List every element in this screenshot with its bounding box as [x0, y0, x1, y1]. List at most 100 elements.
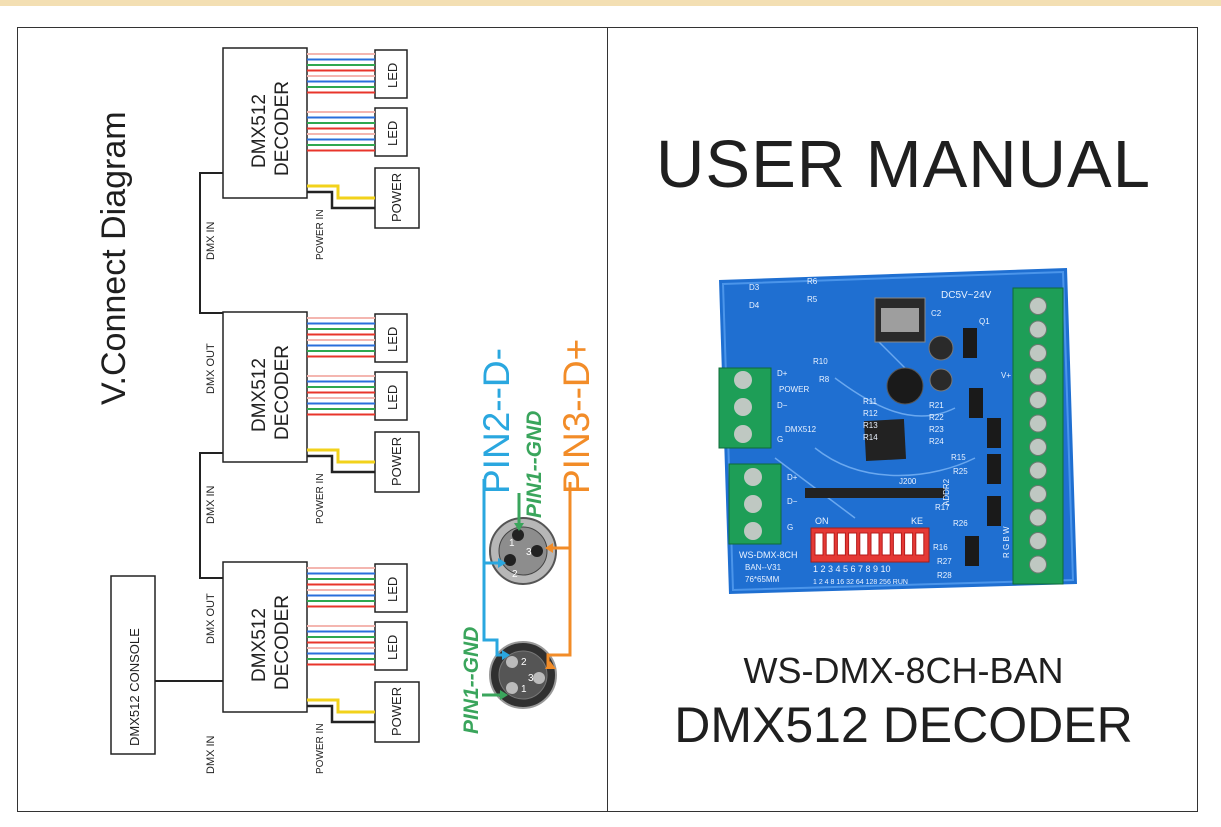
capacitor-small-2: [929, 368, 953, 392]
power-label: POWER: [389, 687, 404, 736]
dip-toggle[interactable]: [892, 532, 902, 556]
pcb-label-r25: R25: [953, 467, 968, 476]
pcb-label-r14: R14: [863, 433, 878, 442]
dip-toggle[interactable]: [904, 532, 914, 556]
terminal-screw: [1029, 532, 1047, 550]
manual-cover-panel: USER MANUAL: [607, 27, 1198, 812]
dmx-out-label: DMX OUT: [205, 593, 217, 644]
pin-header-j200: [805, 488, 945, 498]
led-box: [374, 49, 408, 99]
xlr-male-pin-2-label: 2: [521, 657, 527, 668]
dmx-out-label: DMX OUT: [205, 343, 217, 394]
microcontroller-chip: [863, 418, 907, 462]
pcb-label-term-left: V+: [1001, 371, 1011, 380]
terminal-screw: [1029, 414, 1047, 433]
power-in-label: POWER IN: [315, 209, 326, 260]
terminal-screw: [1029, 461, 1047, 480]
pcb-label-r6: R6: [807, 277, 818, 286]
terminal-screw: [1029, 555, 1047, 574]
console-label: DMX512 CONSOLE: [127, 628, 142, 746]
mosfet-5: [987, 496, 1001, 526]
pcb-label-r12: R12: [863, 409, 878, 418]
led-box: [374, 313, 408, 363]
dip-toggle[interactable]: [848, 532, 858, 556]
dip-toggle[interactable]: [881, 532, 891, 556]
led-label: LED: [385, 577, 400, 602]
pcb-label-r22: R22: [929, 413, 944, 422]
decoder-box: [222, 47, 308, 199]
dmx-in-label: DMX IN: [205, 735, 217, 774]
pcb-label-dplus-1: D+: [777, 369, 788, 378]
xlr-female-pin-3: [531, 545, 543, 557]
power-wire-negative: [307, 190, 375, 210]
manual-title: USER MANUAL: [656, 127, 1151, 202]
dip-toggle[interactable]: [859, 532, 869, 556]
pin1-label-upper: PIN1--GND: [523, 411, 546, 518]
pcb-label-r23: R23: [929, 425, 944, 434]
capacitor-large: [886, 367, 924, 405]
decoder-label-line2: DECODER: [272, 81, 293, 176]
console-box: [110, 575, 156, 755]
product-name: DMX512 DECODER: [674, 697, 1133, 753]
led-label: LED: [385, 385, 400, 410]
led-label: LED: [385, 63, 400, 88]
decoder-label-line2: DECODER: [272, 595, 293, 690]
dip-toggle[interactable]: [915, 532, 925, 556]
diagram-title: V.Connect Diagram: [95, 111, 133, 405]
mosfet-2: [969, 388, 983, 418]
power-in-label: POWER IN: [315, 723, 326, 774]
pcb-label-dip-on: ON: [815, 516, 829, 526]
model-number: WS-DMX-8CH-BAN: [743, 650, 1064, 691]
xlr-male-pin-2: [506, 656, 518, 668]
pcb-label-dmx512: DMX512: [785, 425, 817, 434]
decoder-label-line1: DMX512: [249, 358, 270, 432]
pcb-label-dminus-2: D−: [787, 497, 798, 506]
terminal-screw: [1029, 367, 1047, 386]
pcb-label-r11: R11: [863, 397, 878, 406]
capacitor-small-1: [928, 335, 954, 361]
xlr-male-pin-3: [533, 672, 545, 684]
pin1-label-lower: PIN1--GND: [460, 627, 483, 734]
chain-wire-2: [199, 172, 223, 314]
pcb-label-q1: Q1: [979, 317, 990, 326]
pcb-label-r27: R27: [937, 557, 952, 566]
mosfet-1: [963, 328, 977, 358]
pcb-label-r26: R26: [953, 519, 968, 528]
decoder-label-line2: DECODER: [272, 345, 293, 440]
xlr-male-pin-3-label: 3: [528, 673, 534, 684]
pcb-label-r8: R8: [819, 375, 830, 384]
power-box: [374, 167, 420, 229]
power-wire-positive: [307, 698, 375, 714]
xlr-female-pin-1: [512, 529, 524, 541]
terminal-screw: [1029, 391, 1047, 409]
terminal-screw: [1029, 344, 1047, 362]
pin2-wire-lower: [482, 563, 505, 657]
pcb-label-dip-numbers: 1 2 3 4 5 6 7 8 9 10: [813, 564, 891, 574]
dip-toggle[interactable]: [870, 532, 880, 556]
dip-toggle[interactable]: [814, 532, 824, 556]
xlr-female-pin-2: [504, 554, 516, 566]
power-box: [374, 431, 420, 493]
led-box: [374, 371, 408, 421]
xlr-female-pin-3-label: 3: [526, 547, 532, 558]
pcb-label-board-name: WS-DMX-8CH: [739, 550, 798, 560]
dip-toggle[interactable]: [836, 532, 846, 556]
decoder-box: [222, 561, 308, 713]
pcb-label-d4: D4: [749, 301, 760, 310]
pcb-label-r15: R15: [951, 453, 966, 462]
pcb-label-c2: C2: [931, 309, 942, 318]
pcb-label-r24: R24: [929, 437, 944, 446]
pcb-label-board-size: 76*65MM: [745, 575, 780, 584]
pcb-label-r21: R21: [929, 401, 944, 410]
pcb-label-power: POWER: [779, 385, 809, 394]
dip-toggle[interactable]: [825, 532, 835, 556]
terminal-screw: [1029, 508, 1047, 527]
pcb-label-r17: R17: [935, 503, 950, 512]
pcb-label-g-1: G: [777, 435, 783, 444]
led-box: [374, 621, 408, 671]
